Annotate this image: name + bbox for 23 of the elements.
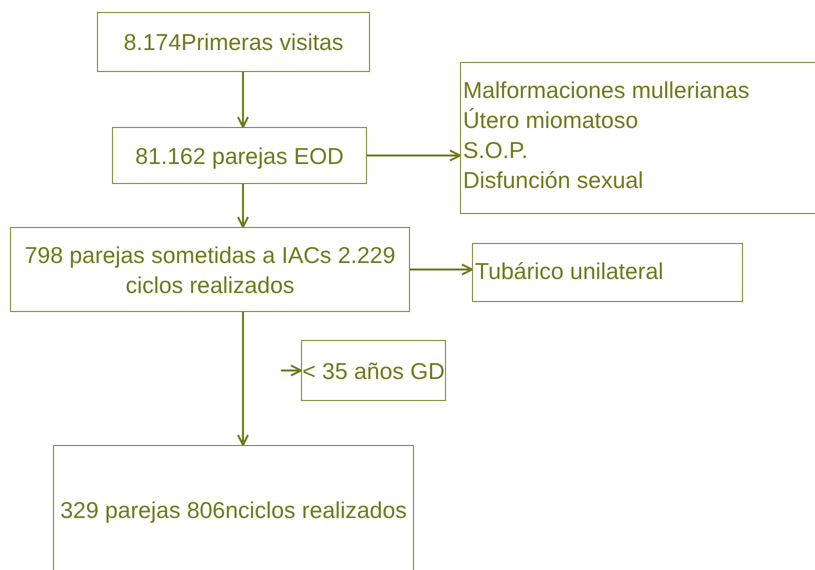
box-text: < 35 años GD xyxy=(302,356,445,386)
process-box xyxy=(472,243,743,302)
box-text: Malformaciones mullerianas xyxy=(463,76,750,105)
box-text: S.O.P. xyxy=(463,136,528,165)
box-text: Útero miomatoso xyxy=(463,106,638,135)
arrow xyxy=(237,184,249,228)
arrow xyxy=(410,264,473,276)
arrow xyxy=(367,150,461,162)
box-text: Tubárico unilateral xyxy=(475,257,664,286)
process-box xyxy=(53,445,414,570)
box-text: 798 parejas sometidas a IACs 2.229 ciclos realizados xyxy=(24,240,396,300)
box-text: Disfunción sexual xyxy=(463,166,644,195)
arrow xyxy=(281,364,302,376)
box-text: 329 parejas 806nciclos realizados xyxy=(60,496,407,525)
arrow xyxy=(237,72,249,128)
process-box xyxy=(112,127,367,184)
process-box xyxy=(301,340,446,401)
process-box xyxy=(460,62,815,214)
process-box xyxy=(97,12,370,72)
box-text: 8.174Primeras visitas xyxy=(124,28,344,57)
box-text: 81.162 parejas EOD xyxy=(135,142,344,170)
arrow xyxy=(237,312,249,446)
process-box xyxy=(10,227,410,312)
